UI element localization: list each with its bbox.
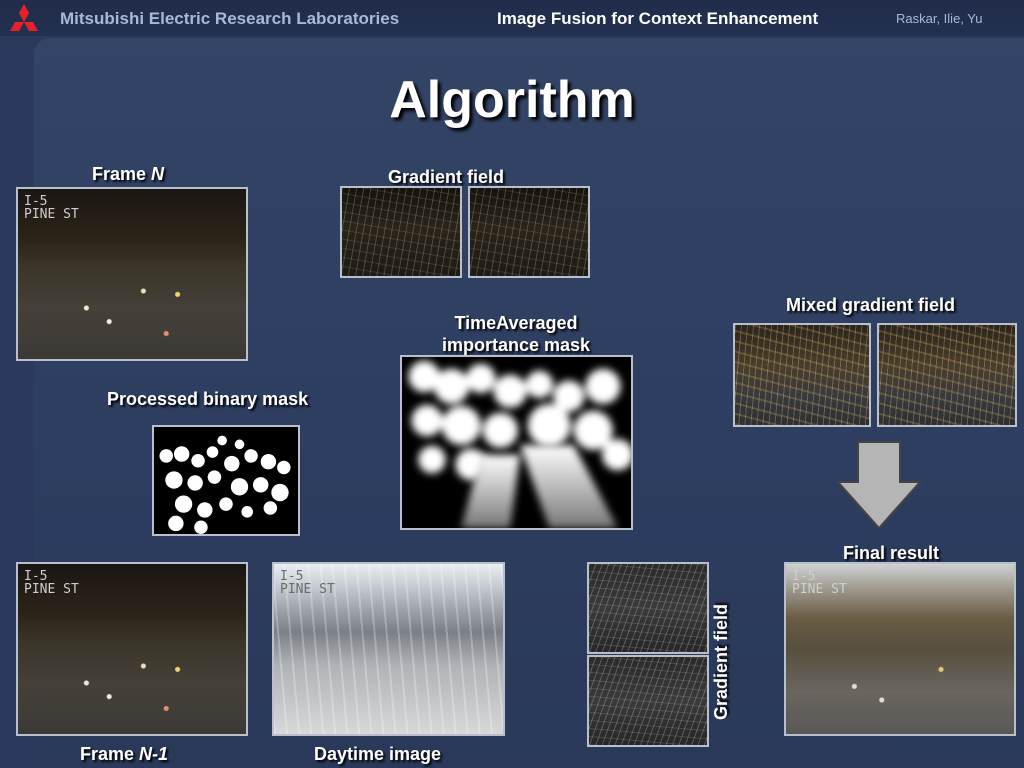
time-averaged-mask-image [400, 355, 633, 530]
slide-title: Algorithm [389, 71, 635, 129]
binary-mask-shape [159, 435, 291, 534]
mixed-gradient-x-image [733, 323, 871, 427]
processed-binary-mask-image [152, 425, 300, 536]
soft-mask-shape [408, 360, 631, 528]
daytime-gradient-y-image [587, 655, 709, 747]
label-frame-n-1: Frame N-1 [80, 744, 169, 764]
mitsubishi-logo-icon [10, 4, 38, 31]
mixed-gradient-y-image [877, 323, 1017, 427]
label-frame-n: Frame N [92, 164, 165, 184]
label-daytime-image: Daytime image [314, 744, 442, 764]
talk-title: Image Fusion for Context Enhancement [497, 9, 819, 28]
label-gradient-field-top: Gradient field [388, 167, 505, 187]
label-mixed-gradient-field: Mixed gradient field [786, 295, 956, 315]
down-arrow-icon [836, 441, 922, 530]
daytime-gradient-x-image [587, 562, 709, 654]
gradient-field-y-image [468, 186, 590, 278]
label-final-result: Final result [843, 543, 940, 563]
lab-name: Mitsubishi Electric Research Laboratorie… [60, 9, 400, 28]
gradient-field-x-image [340, 186, 462, 278]
label-time-averaged-mask: TimeAveraged importance mask [441, 313, 591, 355]
header-bar: Mitsubishi Electric Research Laboratorie… [0, 0, 1024, 36]
label-processed-binary-mask: Processed binary mask [107, 389, 309, 409]
label-gradient-field-vertical: Gradient field [711, 603, 731, 720]
authors: Raskar, Ilie, Yu [896, 11, 983, 26]
